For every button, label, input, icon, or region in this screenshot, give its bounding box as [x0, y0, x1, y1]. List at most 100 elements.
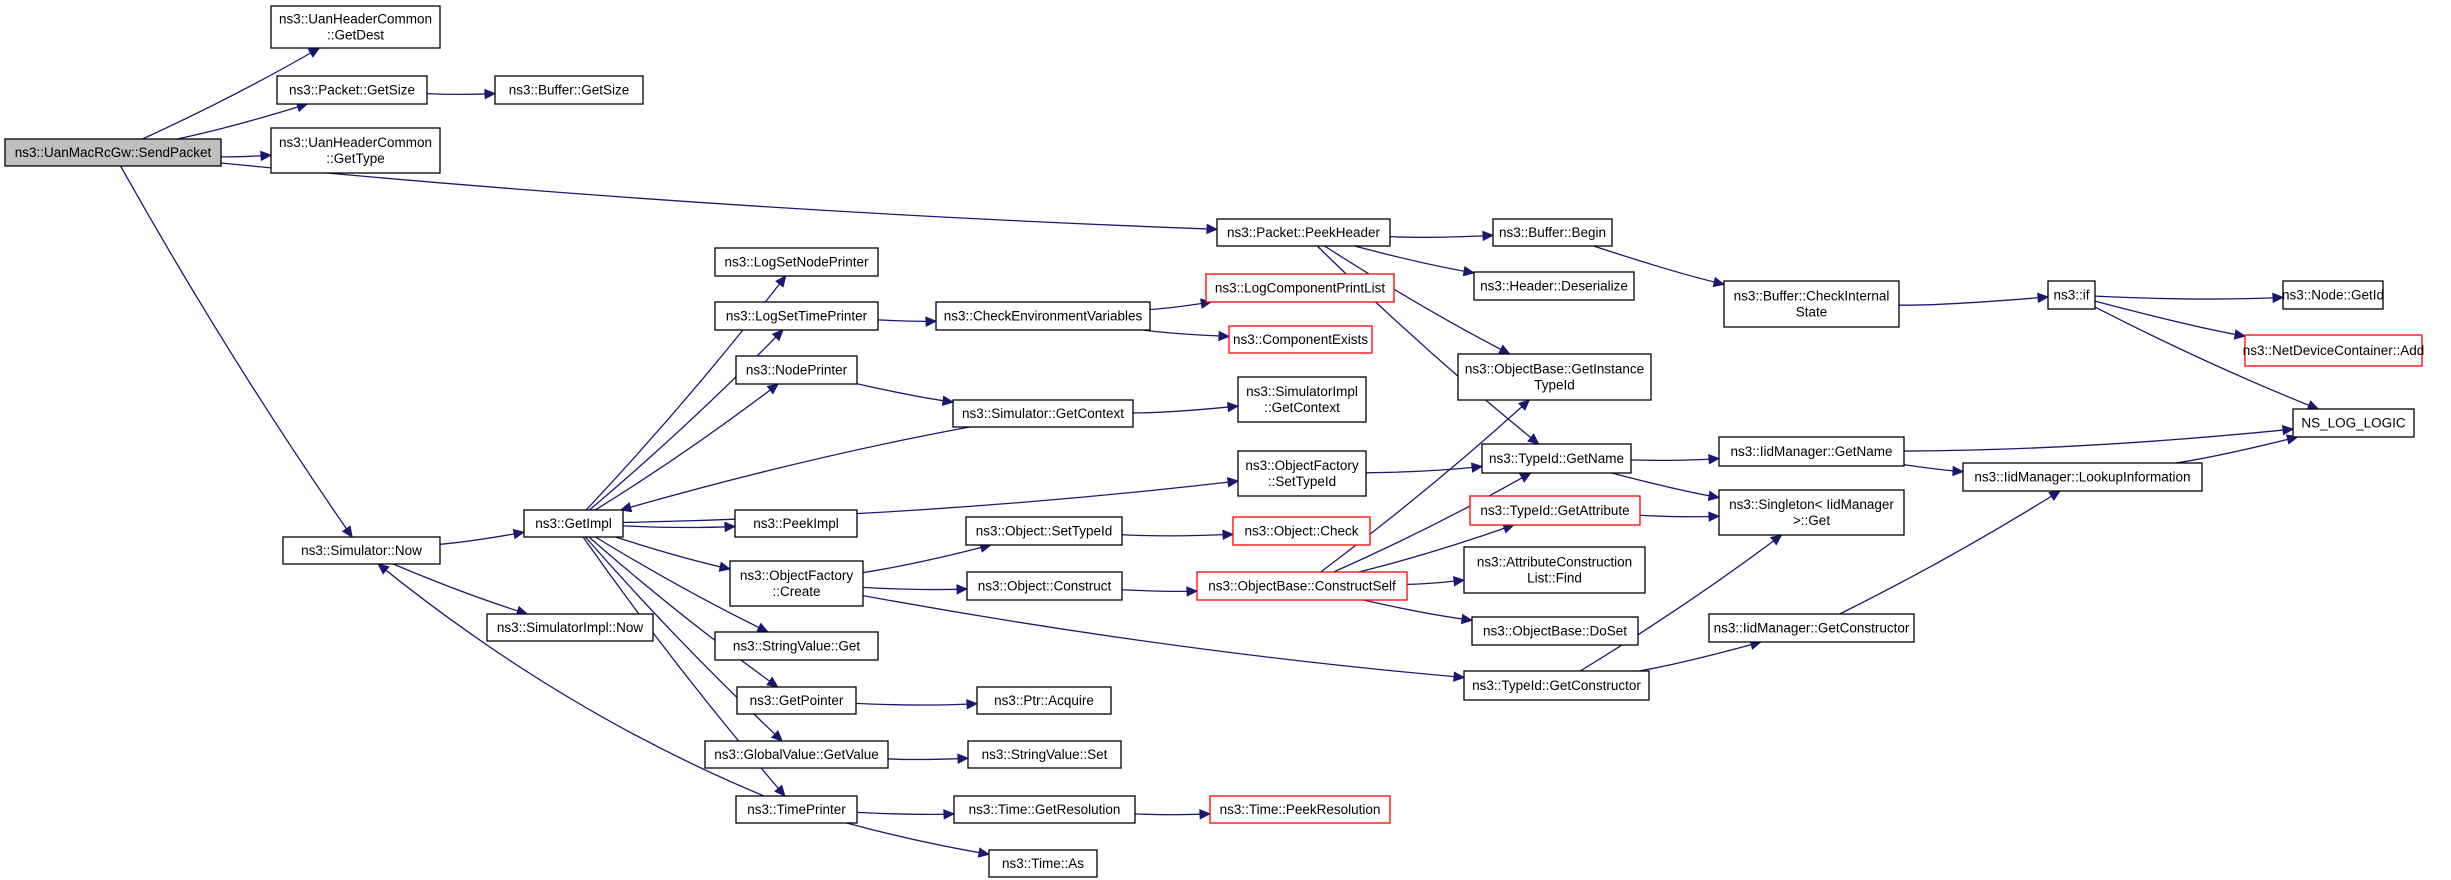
node-label: ::GetContext: [1264, 400, 1340, 415]
node-compexists[interactable]: ns3::ComponentExists: [1228, 325, 1373, 354]
arrowhead-constructself-to-tidname: [1518, 472, 1532, 483]
edge-constructself-to-doset: [1363, 599, 1473, 621]
node-nodeprinter[interactable]: ns3::NodePrinter: [735, 355, 858, 385]
node-label: ns3::UanHeaderCommon: [279, 12, 432, 27]
node-checkenv[interactable]: ns3::CheckEnvironmentVariables: [935, 301, 1151, 331]
arrowhead-construct-to-constructself: [1186, 586, 1199, 597]
edge-getimpl-to-ofsettid: [622, 480, 1239, 524]
arrowhead-if-to-nodegetid: [2272, 292, 2285, 304]
edge-ofcreate-to-settypeid: [862, 544, 991, 574]
edge-ofcreate-to-tidctor: [862, 594, 1465, 679]
arrowhead-getimpl-to-peekimpl: [724, 521, 737, 533]
node-singleton[interactable]: ns3::Singleton< IidManager>::Get: [1718, 489, 1905, 536]
node-tidname[interactable]: ns3::TypeId::GetName: [1481, 443, 1632, 474]
node-box: [704, 740, 889, 769]
node-timeres[interactable]: ns3::Time::GetResolution: [953, 795, 1136, 824]
node-simnow[interactable]: ns3::Simulator::Now: [282, 536, 441, 565]
arrowhead-constructself-to-doset: [1460, 613, 1474, 625]
node-ofsettid[interactable]: ns3::ObjectFactory::SetTypeId: [1237, 450, 1367, 497]
node-box: [988, 849, 1098, 878]
node-strget[interactable]: ns3::StringValue::Get: [714, 631, 879, 661]
node-constructself[interactable]: ns3::ObjectBase::ConstructSelf: [1196, 571, 1408, 601]
node-simctx[interactable]: ns3::Simulator::GetContext: [952, 399, 1134, 428]
node-nslog[interactable]: NS_LOG_LOGIC: [2292, 408, 2415, 438]
arrowhead-ofsettid-to-tidname: [1470, 462, 1484, 473]
arrowhead-iidctor-to-lookup: [2048, 490, 2062, 502]
node-box: [270, 5, 441, 49]
node-bufsize[interactable]: ns3::Buffer::GetSize: [494, 75, 644, 105]
arrowhead-ofcreate-to-tidctor: [1453, 671, 1466, 682]
node-iidctor[interactable]: ns3::IidManager::GetConstructor: [1708, 613, 1915, 643]
node-iidname[interactable]: ns3::IidManager::GetName: [1718, 436, 1905, 467]
node-peekres[interactable]: ns3::Time::PeekResolution: [1209, 795, 1391, 824]
node-label: ns3::ObjectBase::ConstructSelf: [1208, 579, 1396, 594]
node-settypeid[interactable]: ns3::Object::SetTypeId: [965, 516, 1123, 546]
node-box: [282, 536, 441, 565]
node-objcheck[interactable]: ns3::Object::Check: [1232, 516, 1371, 546]
node-box: [2047, 280, 2096, 310]
node-deser[interactable]: ns3::Header::Deserialize: [1473, 271, 1635, 301]
edge-send-to-simnow: [119, 165, 353, 538]
node-ndcadd[interactable]: ns3::NetDeviceContainer::Add: [2243, 334, 2425, 367]
node-label: State: [1796, 305, 1828, 320]
node-lognode[interactable]: ns3::LogSetNodePrinter: [714, 247, 879, 277]
node-box: [1471, 616, 1639, 646]
node-getattr[interactable]: ns3::TypeId::GetAttribute: [1469, 495, 1641, 526]
node-bufbegin[interactable]: ns3::Buffer::Begin: [1492, 218, 1613, 247]
node-box: [2244, 334, 2423, 367]
node-construct[interactable]: ns3::Object::Construct: [966, 571, 1123, 601]
arrowhead-send-to-getdest: [307, 47, 321, 58]
node-box: [734, 509, 858, 538]
node-box: [1469, 495, 1641, 526]
node-box: [1237, 450, 1367, 497]
edge-getimpl-to-nodeprinter: [594, 383, 779, 511]
node-getdest[interactable]: ns3::UanHeaderCommon::GetDest: [270, 5, 441, 49]
arrowhead-timeprinter-to-simnow: [377, 563, 390, 575]
node-peekimpl[interactable]: ns3::PeekImpl: [734, 509, 858, 538]
node-pktsize[interactable]: ns3::Packet::GetSize: [276, 75, 428, 105]
node-timeas[interactable]: ns3::Time::As: [988, 849, 1098, 878]
arrowhead-logtime-to-checkenv: [925, 316, 938, 327]
arrowhead-timeprinter-to-timeres: [943, 809, 956, 820]
node-timeprinter[interactable]: ns3::TimePrinter: [735, 795, 858, 824]
node-label: ns3::Buffer::GetSize: [509, 83, 630, 98]
node-strset[interactable]: ns3::StringValue::Set: [967, 740, 1122, 769]
node-getpointer[interactable]: ns3::GetPointer: [736, 686, 857, 715]
node-box: [486, 613, 654, 642]
node-gvget[interactable]: ns3::GlobalValue::GetValue: [704, 740, 889, 769]
edge-tidname-to-singleton: [1611, 472, 1720, 499]
node-logcomp[interactable]: ns3::LogComponentPrintList: [1205, 273, 1395, 303]
node-doset[interactable]: ns3::ObjectBase::DoSet: [1471, 616, 1639, 646]
arrowhead-getimpl-to-getpointer: [766, 676, 779, 688]
node-label: ns3::GlobalValue::GetValue: [714, 747, 879, 762]
node-gettype[interactable]: ns3::UanHeaderCommon::GetType: [270, 127, 441, 174]
edge-getimpl-to-strget: [595, 536, 769, 633]
arrowhead-checkint-to-if: [2037, 292, 2050, 304]
node-simimplctx[interactable]: ns3::SimulatorImpl::GetContext: [1237, 376, 1367, 423]
edge-simnow-to-simimplnow: [393, 563, 528, 615]
node-label: ns3::UanMacRcGw::SendPacket: [15, 145, 212, 160]
node-if[interactable]: ns3::if: [2047, 280, 2096, 310]
node-box: [967, 740, 1122, 769]
edge-getattr-to-singleton: [1639, 514, 1720, 518]
node-ofcreate[interactable]: ns3::ObjectFactory::Create: [729, 560, 864, 607]
node-label: ns3::SimulatorImpl: [1246, 384, 1358, 399]
node-label: ns3::IidManager::GetConstructor: [1714, 621, 1910, 636]
node-nodegetid[interactable]: ns3::Node::GetId: [2282, 280, 2384, 310]
node-logtime[interactable]: ns3::LogSetTimePrinter: [714, 301, 879, 331]
edge-getimpl-to-peekimpl: [622, 525, 736, 529]
node-box: [1196, 571, 1408, 601]
node-ptracquire[interactable]: ns3::Ptr::Acquire: [976, 686, 1112, 715]
node-peekheader[interactable]: ns3::Packet::PeekHeader: [1216, 218, 1391, 247]
node-send[interactable]: ns3::UanMacRcGw::SendPacket: [4, 138, 222, 167]
arrowhead-getimpl-to-timeprinter: [774, 784, 786, 797]
node-getimpl[interactable]: ns3::GetImpl: [523, 509, 624, 538]
node-box: [714, 301, 879, 331]
edge-if-to-ndcadd: [2094, 300, 2246, 337]
node-tidctor[interactable]: ns3::TypeId::GetConstructor: [1463, 670, 1650, 701]
node-simimplnow[interactable]: ns3::SimulatorImpl::Now: [486, 613, 654, 642]
node-lookup[interactable]: ns3::IidManager::LookupInformation: [1962, 462, 2203, 492]
